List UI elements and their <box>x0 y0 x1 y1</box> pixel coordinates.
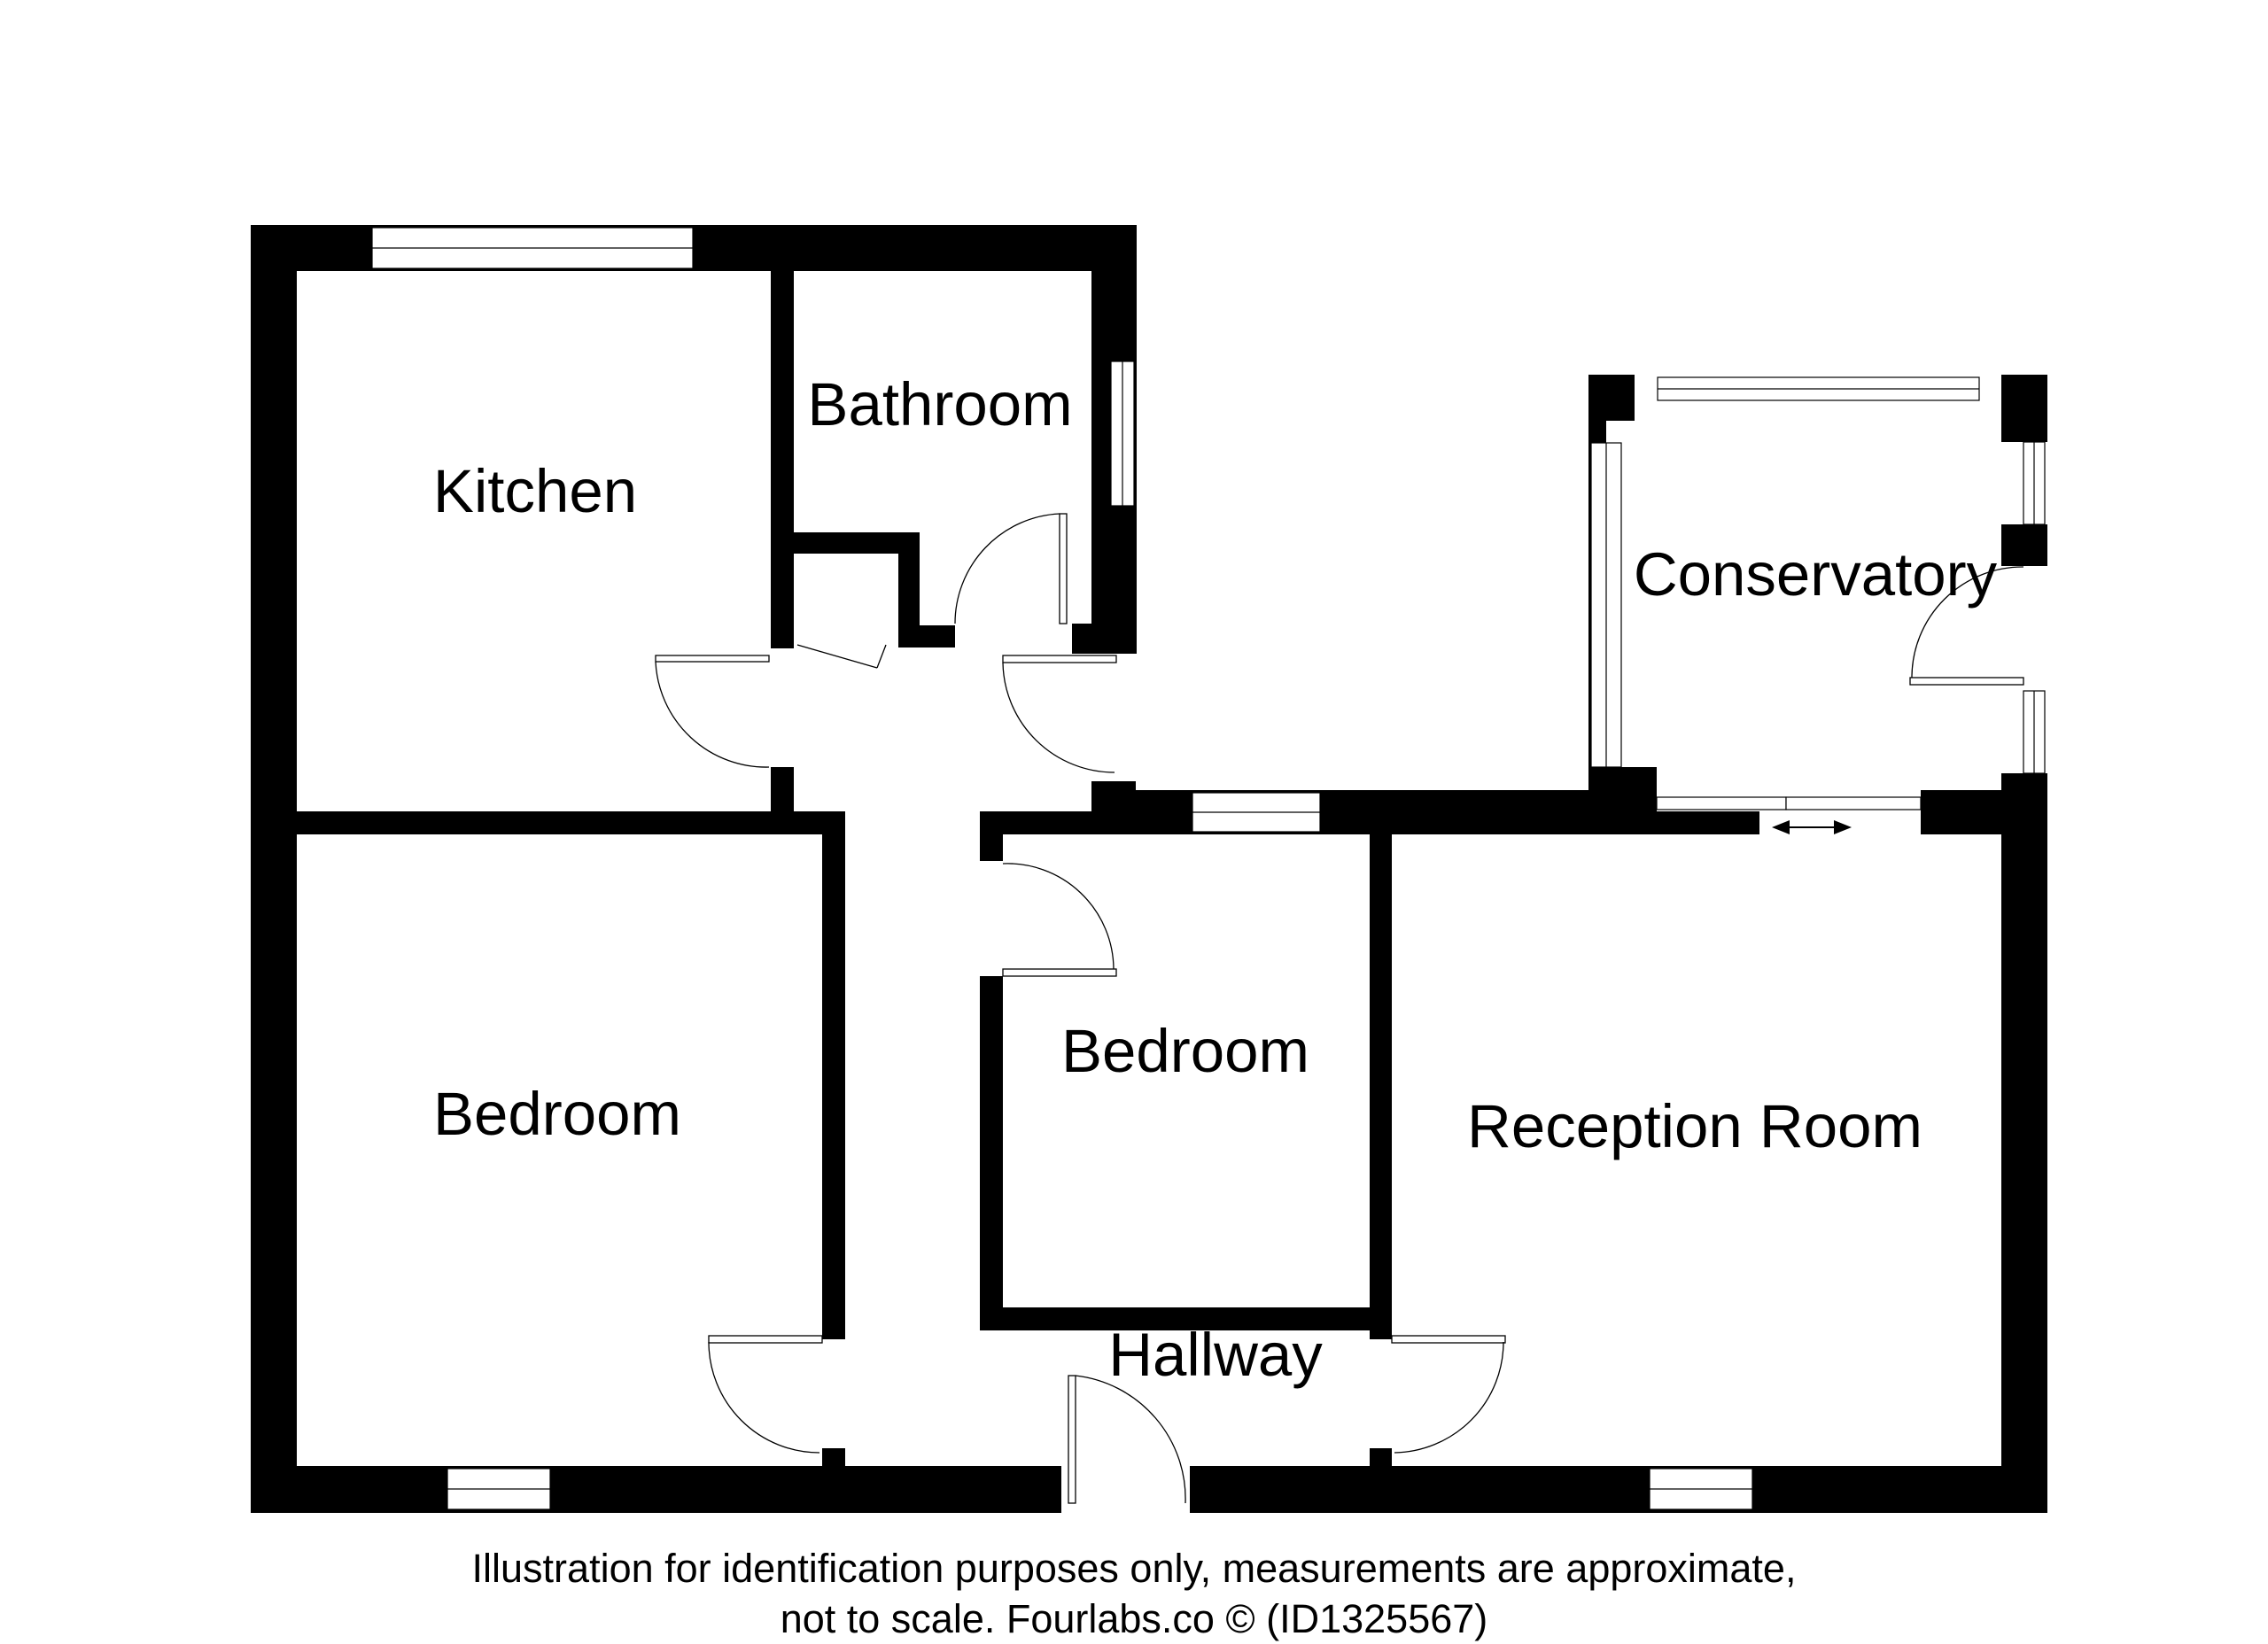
label-bedroom-left: Bedroom <box>433 1080 681 1148</box>
sliding-door <box>1656 796 1922 834</box>
room-labels: Kitchen Bathroom Conservatory Bedroom Be… <box>433 370 1998 1389</box>
label-bathroom: Bathroom <box>807 370 1072 438</box>
windows <box>371 227 2046 1510</box>
caption-line-1: Illustration for identification purposes… <box>471 1546 1797 1591</box>
label-hallway: Hallway <box>1108 1321 1323 1389</box>
label-reception-room: Reception Room <box>1467 1092 1922 1160</box>
disclaimer-caption: Illustration for identification purposes… <box>0 1543 2268 1644</box>
label-bedroom-middle: Bedroom <box>1061 1017 1309 1085</box>
doors <box>655 513 2024 1504</box>
walls <box>251 225 2047 1513</box>
label-conservatory: Conservatory <box>1634 540 1998 609</box>
caption-line-2: not to scale. Fourlabs.co © (ID1325567) <box>780 1596 1488 1641</box>
label-kitchen: Kitchen <box>433 457 637 525</box>
